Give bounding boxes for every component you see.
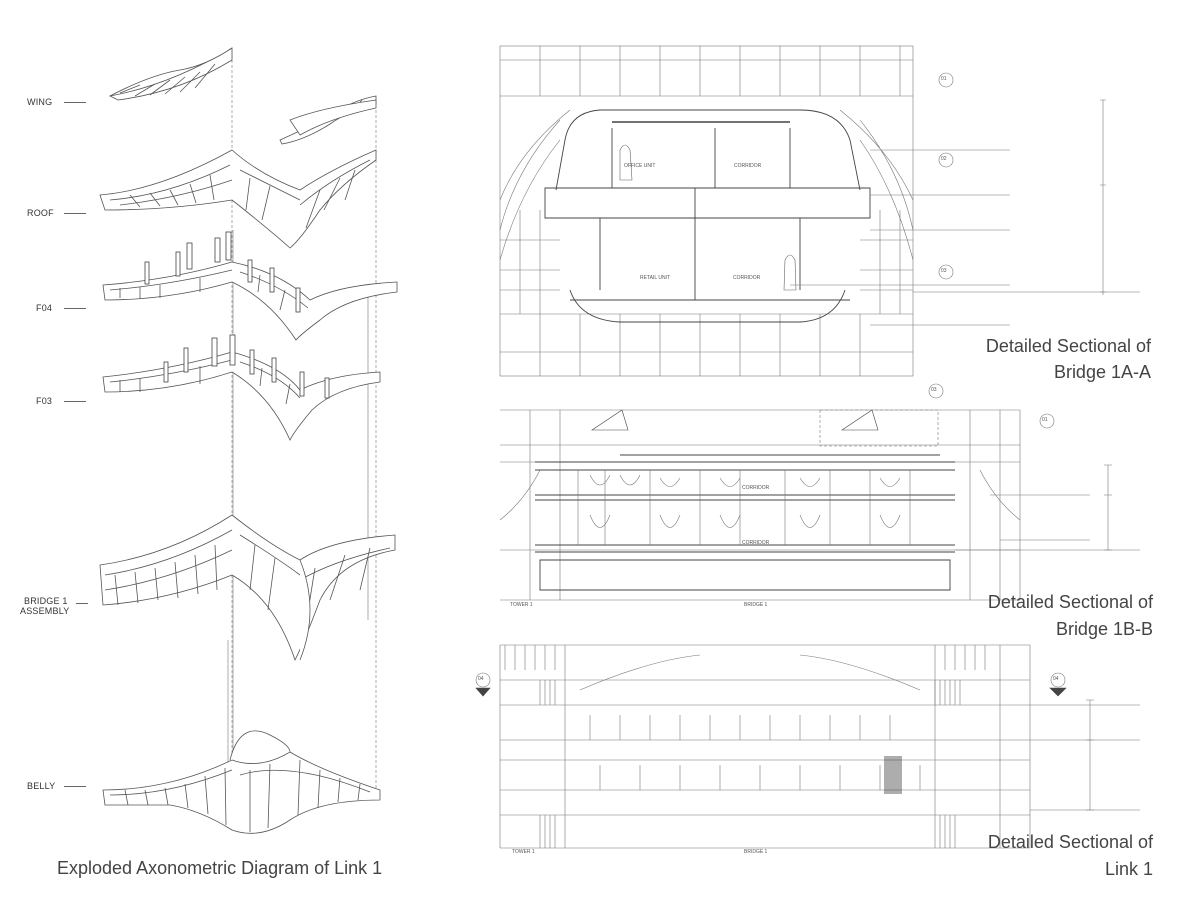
leader-line — [64, 401, 86, 402]
label-bridge1-link: BRIDGE 1 — [744, 849, 768, 855]
caption-section-b-line1: Detailed Sectional of — [987, 592, 1153, 612]
label-corridor-lower: CORRIDOR — [733, 275, 761, 281]
leader-line — [64, 786, 86, 787]
caption-link-line1: Detailed Sectional of — [987, 832, 1153, 852]
caption-section-b-line2: Bridge 1B-B — [1055, 619, 1153, 639]
level-label-f03: F03 — [36, 396, 53, 406]
roof-layer — [99, 99, 377, 249]
leader-line — [64, 102, 86, 103]
label-corridor-b: CORRIDOR — [742, 485, 770, 491]
level-label-roof: ROOF — [27, 208, 54, 218]
section-a-drawing — [499, 45, 1140, 377]
section-marker: 01 — [1042, 417, 1048, 423]
caption-axonometric: Exploded Axonometric Diagram of Link 1 — [57, 858, 383, 878]
section-marker: 03 — [931, 387, 937, 393]
level-label-belly: BELLY — [27, 781, 56, 791]
section-b-drawing — [499, 383, 1140, 601]
f04-layer — [102, 231, 398, 341]
caption-section-a-line1: Detailed Sectional of — [985, 336, 1151, 356]
wing-layer — [108, 47, 377, 145]
label-bridge1: BRIDGE 1 — [744, 602, 768, 608]
leader-line — [76, 603, 88, 604]
bridge-assembly-layer — [99, 514, 396, 662]
section-marker: 04 — [478, 676, 484, 682]
label-corridor-b-lower: CORRIDOR — [742, 540, 770, 546]
level-label-bridge1: BRIDGE 1 — [24, 596, 68, 606]
belly-layer — [102, 730, 381, 834]
section-marker: 04 — [1053, 676, 1059, 682]
caption-link-line2: Link 1 — [1104, 859, 1153, 879]
leader-line — [64, 308, 86, 309]
level-label-assembly: ASSEMBLY — [20, 606, 70, 616]
label-corridor: CORRIDOR — [734, 163, 762, 169]
level-label-wing: WING — [27, 97, 53, 107]
caption-section-a-line2: Bridge 1A-A — [1053, 362, 1151, 382]
link-section-drawing — [475, 644, 1140, 849]
label-retail-unit: RETAIL UNIT — [640, 275, 671, 281]
section-marker: 02 — [941, 156, 947, 162]
label-tower1: TOWER 1 — [510, 602, 533, 608]
leader-line — [64, 213, 86, 214]
label-office-unit: OFFICE UNIT — [624, 163, 656, 169]
label-tower1-link: TOWER 1 — [512, 849, 535, 855]
f03-layer — [102, 334, 381, 441]
section-marker: 03 — [941, 268, 947, 274]
level-label-f04: F04 — [36, 303, 53, 313]
section-marker: 01 — [941, 76, 947, 82]
